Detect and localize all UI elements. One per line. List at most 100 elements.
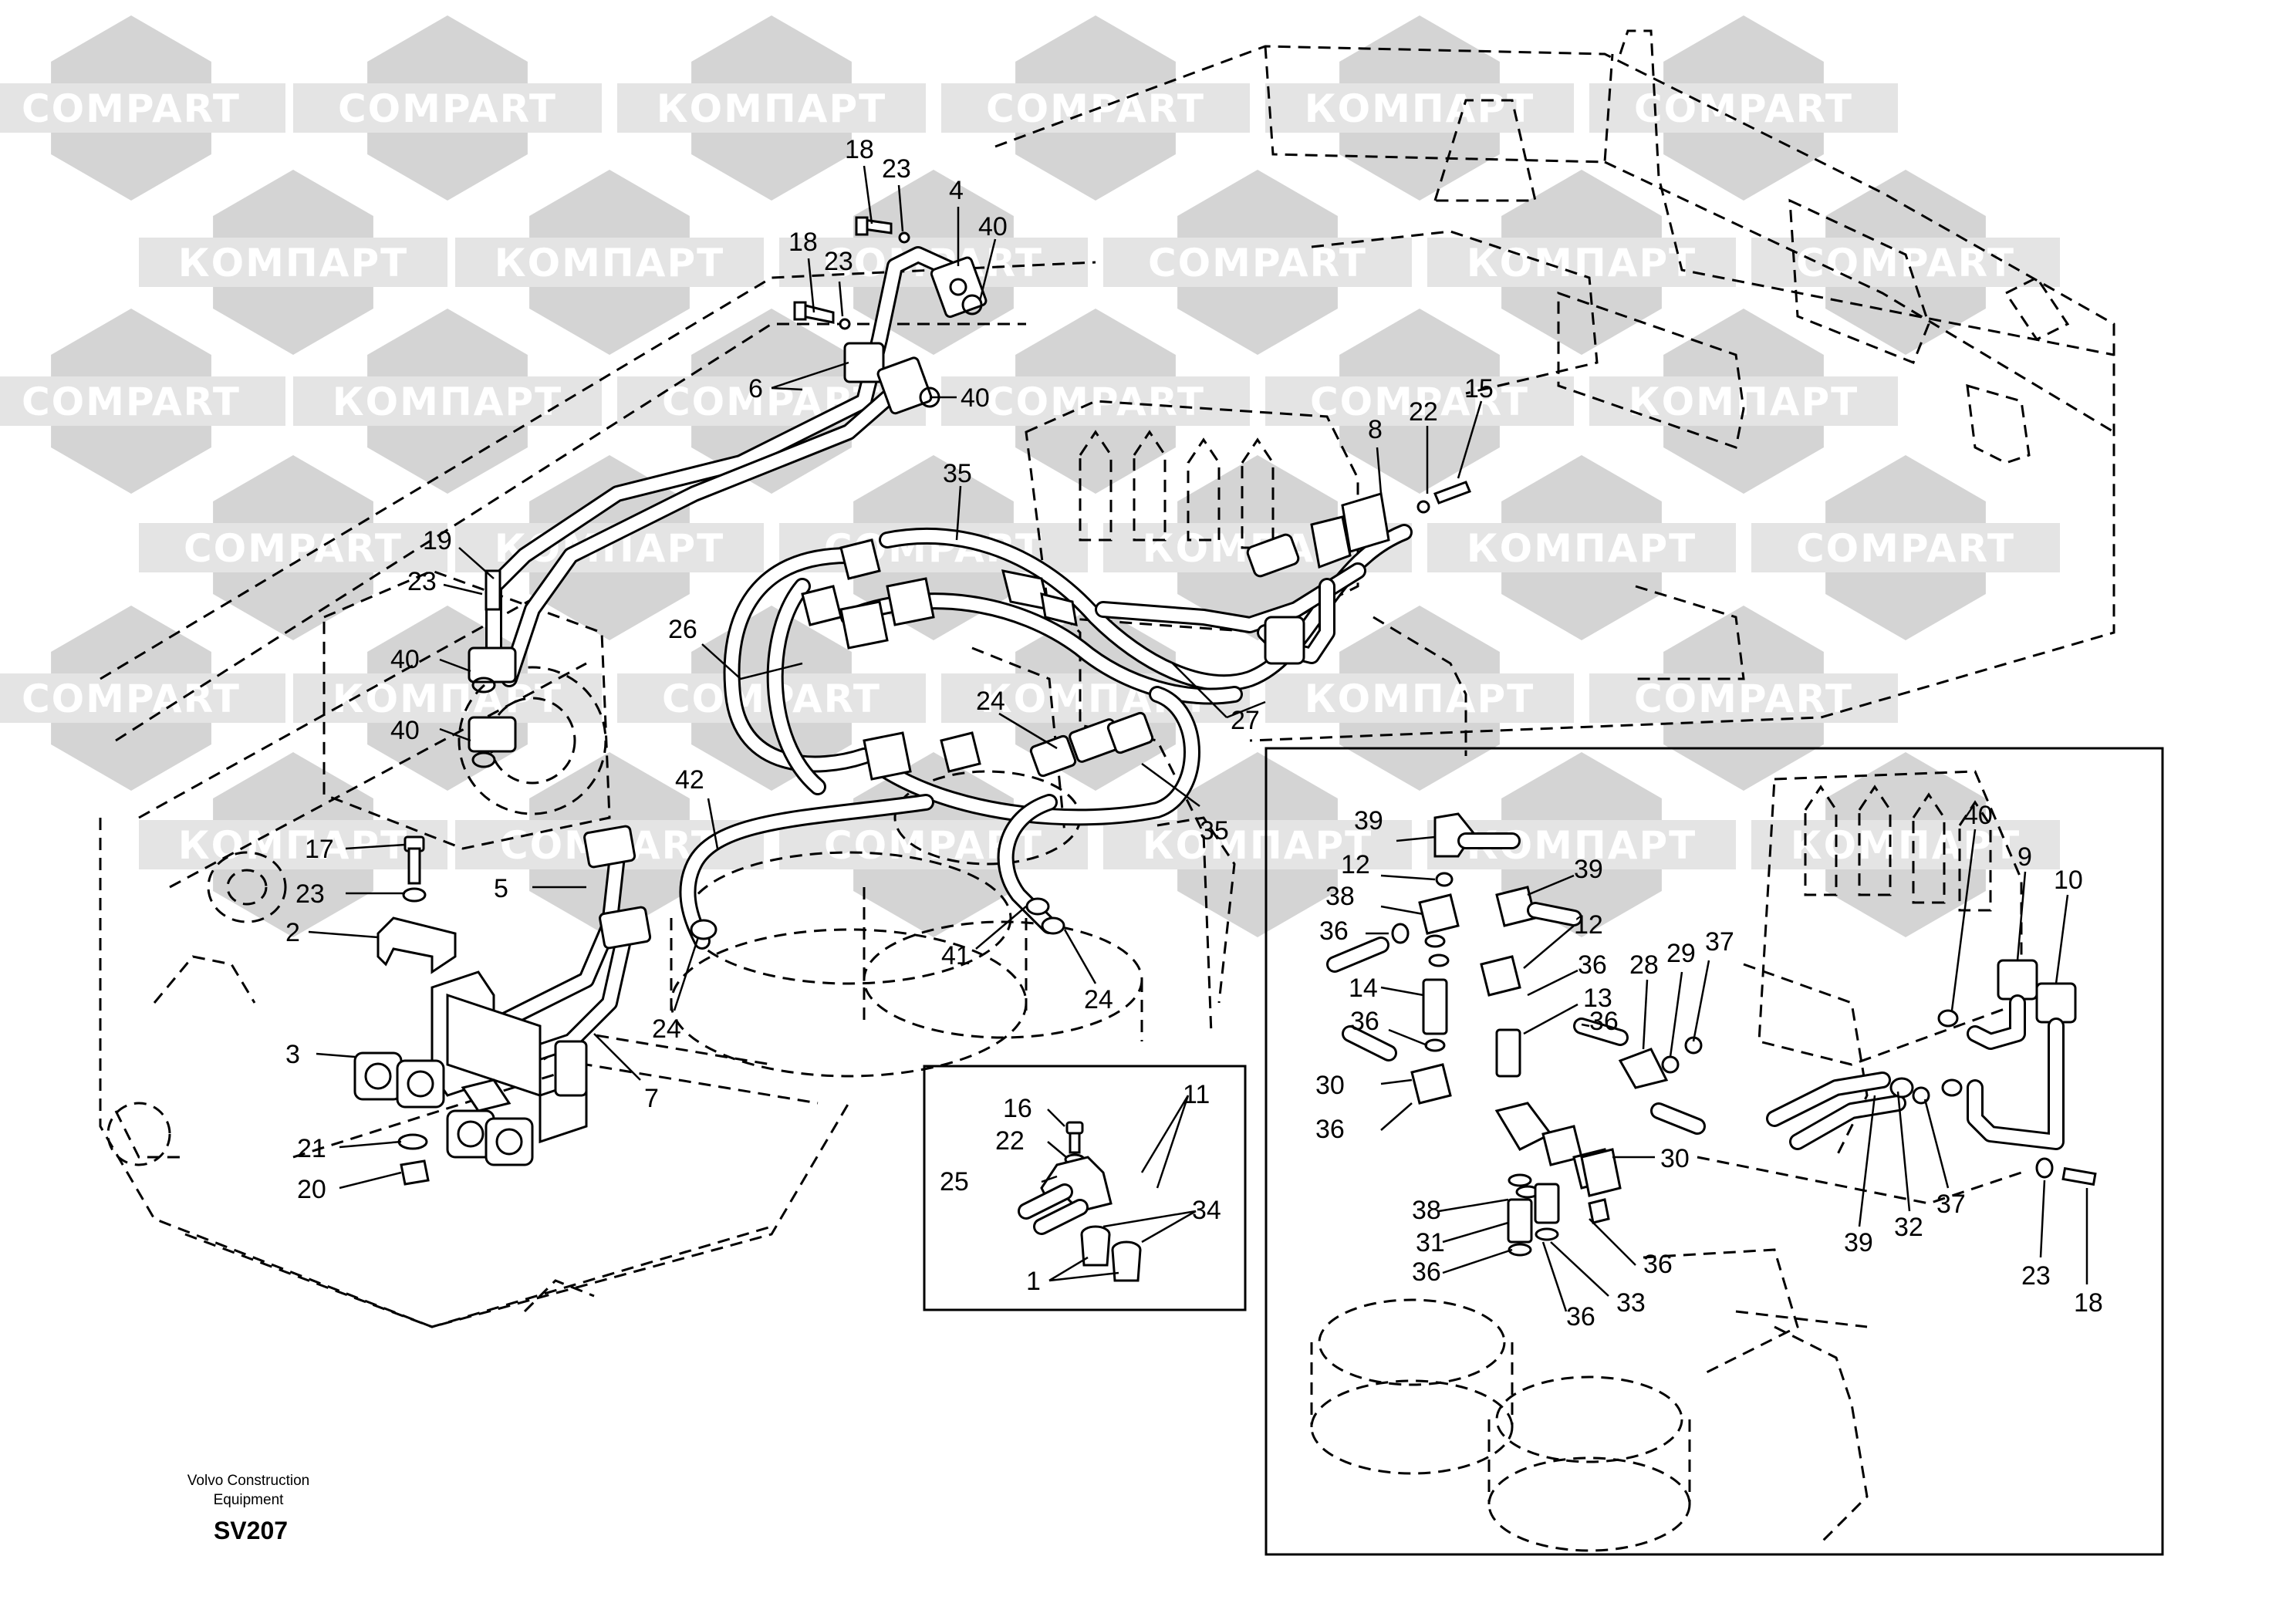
callout-36: 36 (1412, 1257, 1441, 1287)
callout-21: 21 (297, 1134, 326, 1163)
watermark-tile: COMPART (1103, 170, 1412, 355)
watermark-tile: КОМПАРТ (293, 606, 602, 791)
watermark-band (1751, 523, 2060, 572)
callout-32: 32 (1894, 1213, 1923, 1242)
callout-13: 13 (1583, 984, 1612, 1013)
watermark-band (1427, 523, 1736, 572)
watermark-tile: COMPART (0, 309, 285, 494)
watermark-band (1103, 820, 1412, 869)
watermark-tile: КОМПАРТ (293, 309, 602, 494)
callout-36: 36 (1319, 916, 1349, 946)
callout-2: 2 (285, 918, 300, 947)
watermark-band (455, 238, 764, 287)
watermark-text: КОМПАРТ (1305, 677, 1535, 721)
callout-39: 39 (1844, 1228, 1873, 1257)
watermark-tile: COMPART (0, 15, 285, 201)
watermark-text: COMPART (1148, 241, 1367, 285)
callout-41: 41 (941, 941, 971, 970)
watermark-tile: COMPART (941, 15, 1250, 201)
watermark-band (0, 83, 285, 133)
callout-24: 24 (1084, 985, 1113, 1014)
watermark-text: КОМПАРТ (1467, 241, 1697, 285)
callout-18: 18 (788, 228, 818, 257)
callout-38: 38 (1412, 1196, 1441, 1225)
callout-9: 9 (2017, 842, 2032, 872)
callout-leaders (308, 165, 2088, 1312)
callout-40: 40 (390, 645, 420, 674)
watermark-text: КОМПАРТ (333, 380, 562, 424)
callout-18: 18 (845, 135, 874, 164)
watermark-tile: КОМПАРТ (139, 170, 447, 355)
watermark-text: КОМПАРТ (178, 823, 408, 868)
credit-block: Volvo Construction Equipment SV207 (187, 1473, 309, 1544)
callout-10: 10 (2054, 866, 2083, 895)
callout-30: 30 (1660, 1144, 1690, 1173)
callout-28: 28 (1629, 950, 1659, 980)
callout-15: 15 (1464, 374, 1494, 403)
callout-4: 4 (949, 176, 964, 205)
watermark-text: КОМПАРТ (1629, 380, 1859, 424)
watermark-text: COMPART (1796, 526, 2015, 571)
watermark-tile: COMPART (1265, 309, 1574, 494)
watermark-band (617, 83, 926, 133)
watermark-tile: COMPART (1589, 15, 1898, 201)
watermark-text: COMPART (1634, 677, 1853, 721)
main-view-fittings (353, 216, 1471, 1186)
callout-27: 27 (1231, 706, 1260, 735)
watermark-text: КОМПАРТ (1143, 823, 1373, 868)
callout-24: 24 (652, 1014, 681, 1044)
callout-39: 39 (1574, 855, 1603, 884)
callout-36: 36 (1578, 950, 1607, 980)
watermark-band (1103, 238, 1412, 287)
callout-38: 38 (1325, 882, 1355, 911)
callout-36: 36 (1350, 1007, 1379, 1036)
watermark-tile: COMPART (139, 455, 447, 640)
callout-22: 22 (1409, 397, 1438, 427)
watermark-band (1265, 83, 1574, 133)
callout-19: 19 (423, 526, 452, 555)
watermark-tile: КОМПАРТ (1751, 752, 2060, 937)
callout-14: 14 (1349, 974, 1378, 1003)
callout-36: 36 (1589, 1007, 1619, 1036)
watermark-tile: COMPART (1751, 455, 2060, 640)
callout-30: 30 (1315, 1071, 1345, 1100)
callout-33: 33 (1616, 1288, 1646, 1318)
watermark-tile: КОМПАРТ (1427, 170, 1736, 355)
callout-18: 18 (2074, 1288, 2103, 1318)
watermark-tile: COMPART (1589, 606, 1898, 791)
watermark-tile: КОМПАРТ (1103, 752, 1412, 937)
watermark-band (1589, 376, 1898, 426)
watermark-band (1589, 673, 1898, 723)
watermark-tile: COMPART (1751, 170, 2060, 355)
machine-frame-outline (99, 29, 2115, 1328)
callout-6: 6 (748, 374, 763, 403)
callout-36: 36 (1643, 1250, 1673, 1279)
watermark-text: COMPART (986, 380, 1205, 424)
callout-42: 42 (675, 765, 704, 795)
callout-17: 17 (305, 835, 334, 864)
watermark-text: COMPART (22, 380, 241, 424)
callout-35: 35 (1200, 816, 1229, 845)
callout-40: 40 (1963, 801, 1993, 830)
callout-34: 34 (1192, 1196, 1221, 1225)
watermark-text: КОМПАРТ (1305, 86, 1535, 131)
callout-3: 3 (285, 1040, 300, 1069)
credit-company-line2: Equipment (214, 1492, 285, 1508)
watermark-band (139, 238, 447, 287)
callout-40: 40 (961, 383, 990, 413)
callout-5: 5 (494, 874, 508, 903)
watermark-band (293, 376, 602, 426)
callout-12: 12 (1574, 910, 1603, 940)
callout-20: 20 (297, 1175, 326, 1204)
watermark-text: COMPART (338, 86, 557, 131)
detail-box-swivel (1264, 747, 2164, 1556)
callout-26: 26 (668, 615, 697, 644)
watermark-band (1751, 238, 2060, 287)
callout-23: 23 (295, 879, 325, 909)
callout-40: 40 (390, 716, 420, 745)
watermark-text: КОМПАРТ (657, 86, 886, 131)
watermark-band (1427, 238, 1736, 287)
watermark-tile: КОМПАРТ (1265, 15, 1574, 201)
watermark-tile: КОМПАРТ (1265, 606, 1574, 791)
drawing-code: SV207 (214, 1517, 288, 1544)
